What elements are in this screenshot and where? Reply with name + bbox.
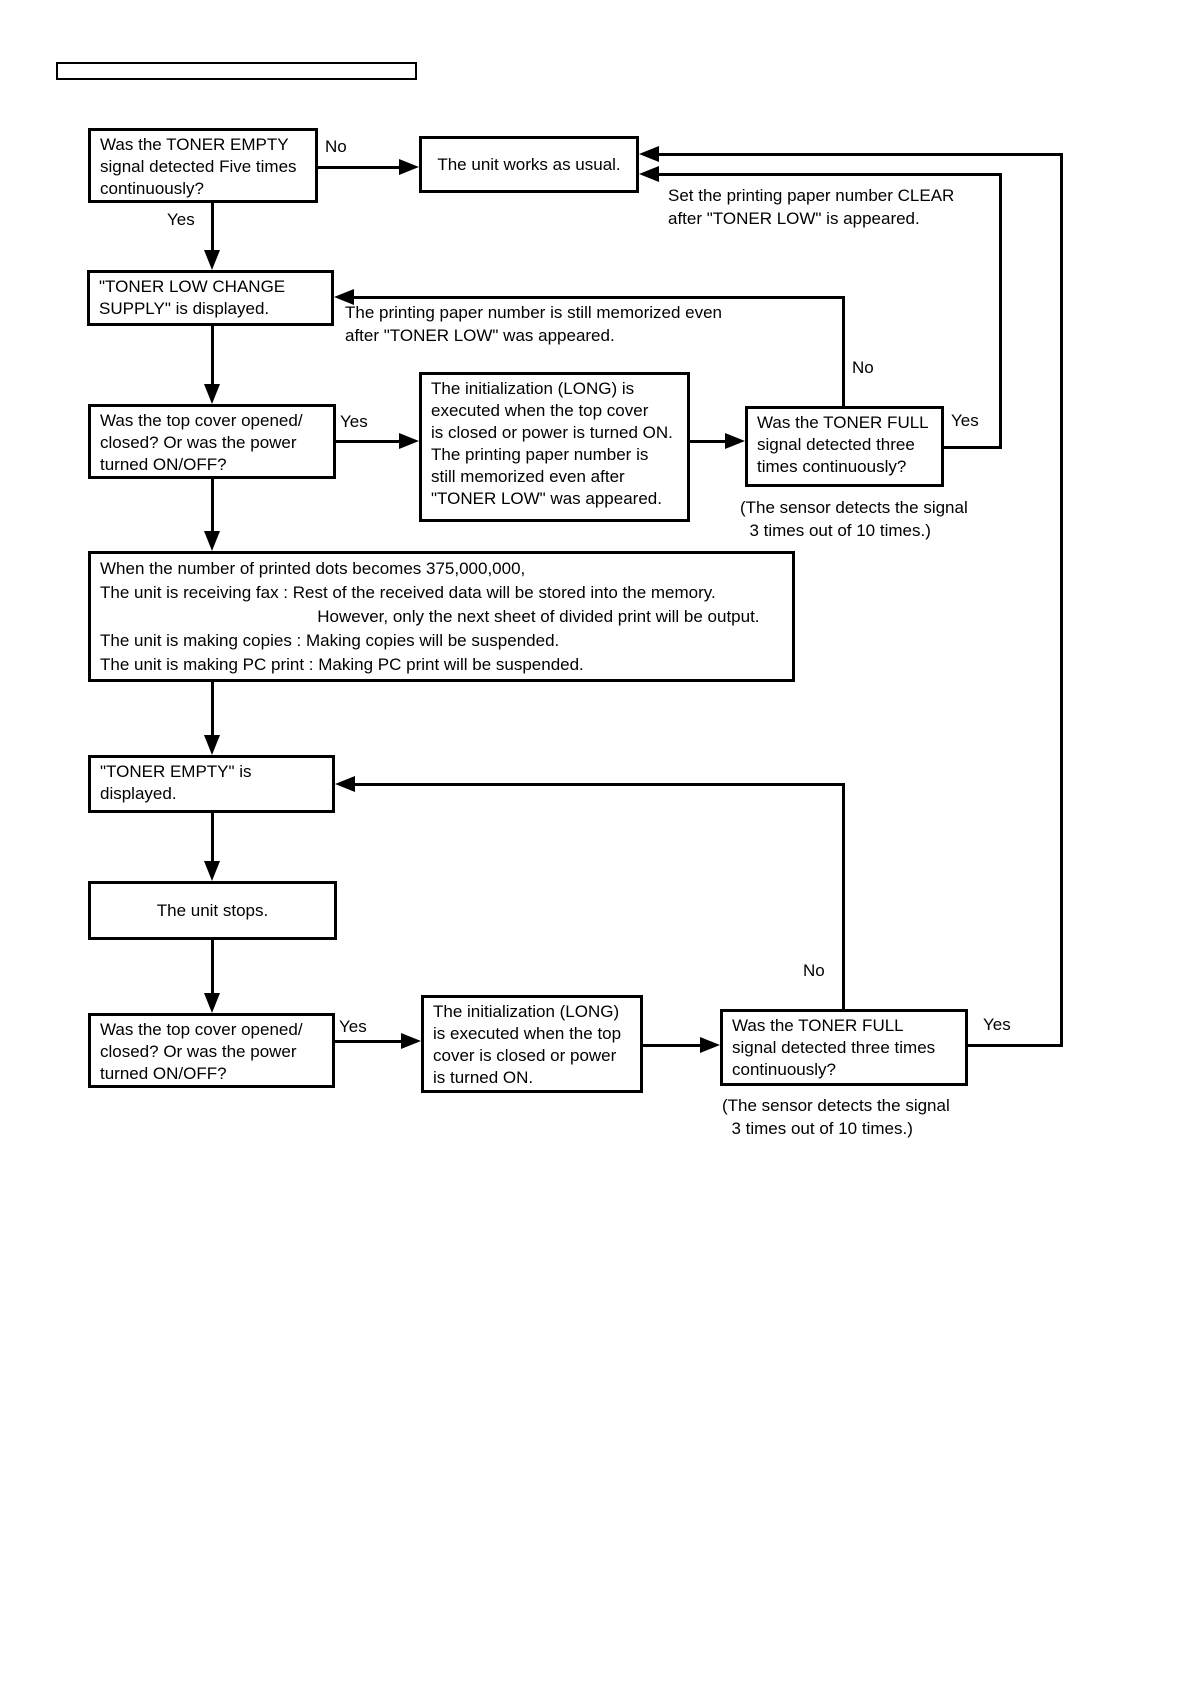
node-toner-empty-displayed: "TONER EMPTY" is displayed.	[88, 755, 335, 813]
arrowhead-into-toner-full-1	[725, 433, 745, 449]
node-toner-full-check-1: Was the TONER FULL signal detected three…	[745, 406, 944, 487]
line-i-to-j	[335, 1040, 401, 1043]
line-h-to-i	[211, 940, 214, 993]
annotation-sensor-note-1: (The sensor detects the signal 3 times o…	[740, 498, 968, 540]
arrowhead-into-toner-empty-displayed	[204, 735, 220, 755]
line-f-yes-horizontal	[944, 446, 1002, 449]
label-no-2: No	[852, 358, 874, 377]
arrowhead-into-init-long-1	[399, 433, 419, 449]
arrowhead-no-into-toner-empty-displayed	[335, 776, 355, 792]
node-toner-low-displayed: "TONER LOW CHANGE SUPPLY" is displayed.	[87, 270, 334, 326]
line-f-yes-vertical	[999, 173, 1002, 449]
line-f-yes-top	[659, 173, 1002, 176]
node-initialization-long-2: The initialization (LONG) is executed wh…	[421, 995, 643, 1093]
line-k-yes-top	[659, 153, 1063, 156]
arrowhead-into-printed-dots	[204, 531, 220, 551]
annotation-paper-memorized: The printing paper number is still memor…	[345, 303, 723, 345]
node-unit-works-as-usual: The unit works as usual.	[419, 136, 639, 193]
line-a-to-c	[211, 200, 214, 250]
line-d-to-w	[211, 479, 214, 531]
arrowhead-into-top-cover-1	[204, 384, 220, 404]
node-initialization-long-1: The initialization (LONG) is executed wh…	[419, 372, 690, 522]
node-top-cover-check-2: Was the top cover opened/ closed? Or was…	[88, 1013, 335, 1088]
label-yes-1: Yes	[167, 210, 195, 229]
node-top-cover-check-1: Was the top cover opened/ closed? Or was…	[88, 404, 336, 479]
line-j-to-k	[643, 1044, 700, 1047]
line-g-to-h	[211, 813, 214, 861]
arrowhead-into-toner-full-2	[700, 1037, 720, 1053]
line-k-yes-vertical	[1060, 153, 1063, 1047]
arrowhead-yes2-into-unit-works	[639, 146, 659, 162]
arrowhead-no-into-toner-low	[334, 289, 354, 305]
arrowhead-into-init-long-2	[401, 1033, 421, 1049]
arrowhead-yes1-into-unit-works	[639, 166, 659, 182]
line-c-to-d	[211, 326, 214, 384]
line-f-no-vertical	[842, 296, 845, 406]
line-k-no-vertical	[842, 783, 845, 1009]
arrowhead-into-unit-stops	[204, 861, 220, 881]
node-printed-dots-info: When the number of printed dots becomes …	[88, 551, 795, 682]
label-no-1: No	[325, 137, 347, 156]
node-unit-stops: The unit stops.	[88, 881, 337, 940]
label-yes-5: Yes	[983, 1015, 1011, 1034]
annotation-sensor-note-2: (The sensor detects the signal 3 times o…	[722, 1096, 950, 1138]
label-yes-3: Yes	[951, 411, 979, 430]
line-a-to-b	[318, 166, 399, 169]
node-toner-full-check-2: Was the TONER FULL signal detected three…	[720, 1009, 968, 1086]
label-yes-2: Yes	[340, 412, 368, 431]
arrowhead-into-unit-works-left	[399, 159, 419, 175]
arrowhead-into-toner-low	[204, 250, 220, 270]
arrowhead-into-top-cover-2	[204, 993, 220, 1013]
line-d-to-e	[336, 440, 399, 443]
node-toner-empty-check: Was the TONER EMPTY signal detected Five…	[88, 128, 318, 203]
annotation-set-paper-clear: Set the printing paper number CLEAR afte…	[668, 186, 955, 228]
line-k-no-horizontal	[355, 783, 845, 786]
line-w-to-g	[211, 682, 214, 735]
label-no-3: No	[803, 961, 825, 980]
line-f-no-horizontal	[354, 296, 845, 299]
line-e-to-f	[690, 440, 725, 443]
line-k-yes-horizontal	[968, 1044, 1063, 1047]
label-yes-4: Yes	[339, 1017, 367, 1036]
title-box	[56, 62, 417, 80]
